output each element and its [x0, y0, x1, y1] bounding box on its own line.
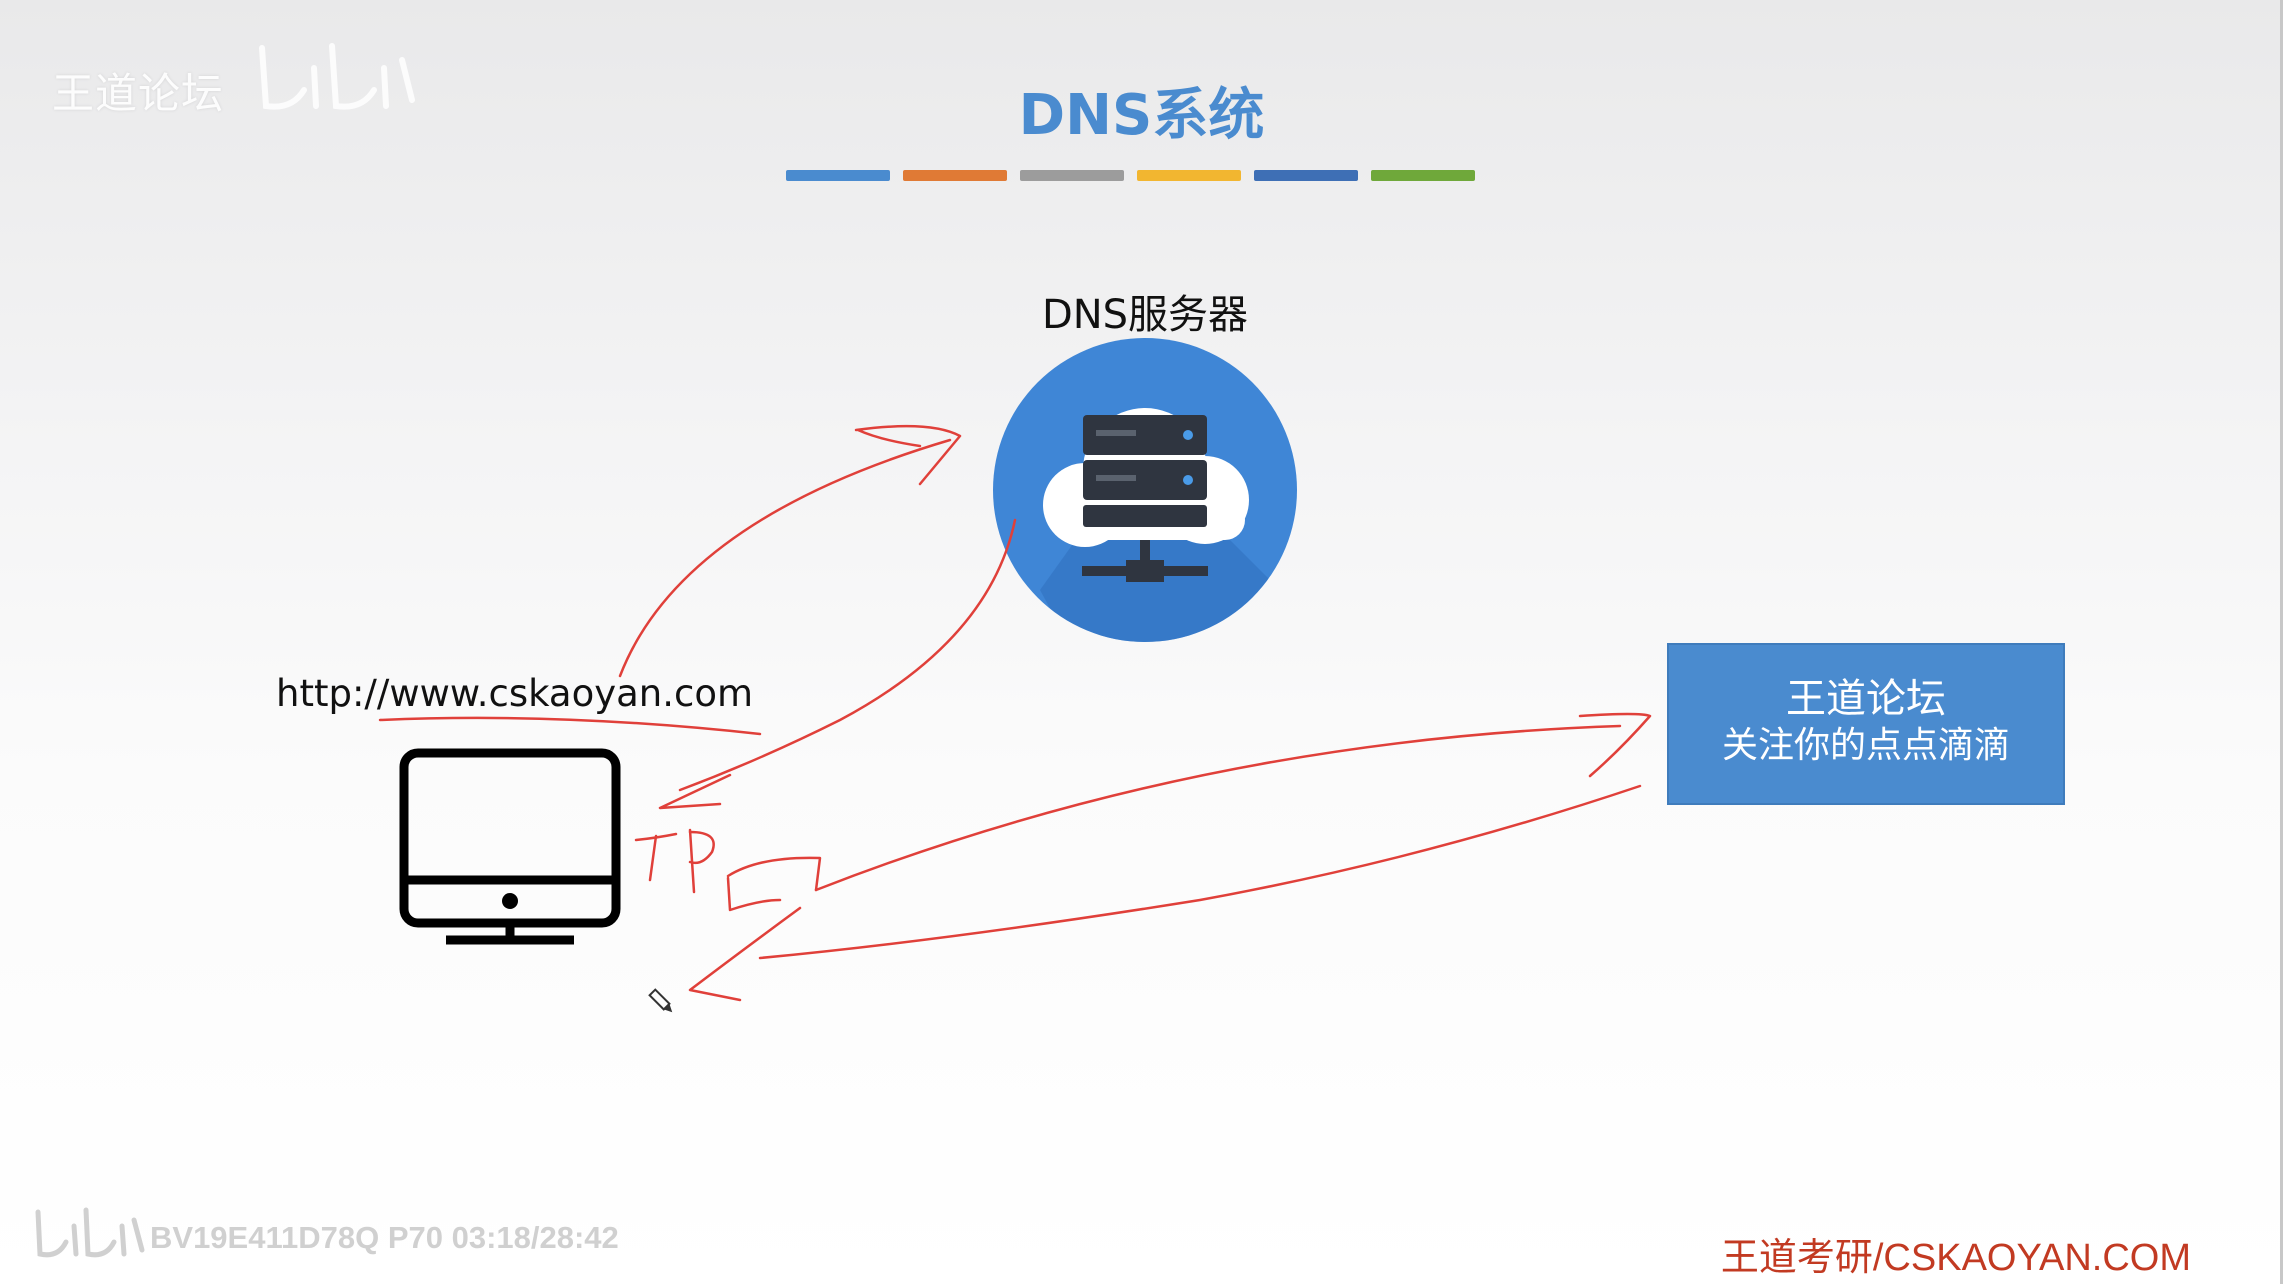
title-color-bar [903, 170, 1007, 181]
video-code: BV19E411D78Q P70 03:18/28:42 [150, 1220, 619, 1255]
bilibili-logo-icon [259, 43, 415, 110]
url-label: http://www.cskaoyan.com [276, 672, 754, 715]
title-color-bar [1371, 170, 1475, 181]
title-color-bar [1254, 170, 1358, 181]
desktop-monitor-icon [399, 748, 621, 945]
window-edge [2280, 0, 2283, 1284]
bilibili-logo-icon [35, 1207, 145, 1258]
monitor-power-dot [502, 893, 518, 909]
footer-brand: 王道考研/CSKAOYAN.COM [1720, 1237, 2191, 1279]
title-color-bar [1137, 170, 1241, 181]
server-box: 王道论坛 关注你的点点滴滴 [1667, 643, 2065, 805]
dns-server-label: DNS服务器 [1041, 292, 1249, 338]
title-color-bar [786, 170, 890, 181]
cloud-server-icon [993, 338, 1297, 642]
watermark-text: 王道论坛 [52, 69, 225, 118]
title-color-bar [1020, 170, 1124, 181]
pen-cursor-icon [648, 988, 673, 1013]
server-box-title: 王道论坛 [1786, 676, 1946, 722]
server-box-subtitle: 关注你的点点滴滴 [1721, 725, 2010, 766]
handwritten-annotations [378, 424, 1652, 1002]
slide-title: DNS系统 [1018, 83, 1265, 148]
